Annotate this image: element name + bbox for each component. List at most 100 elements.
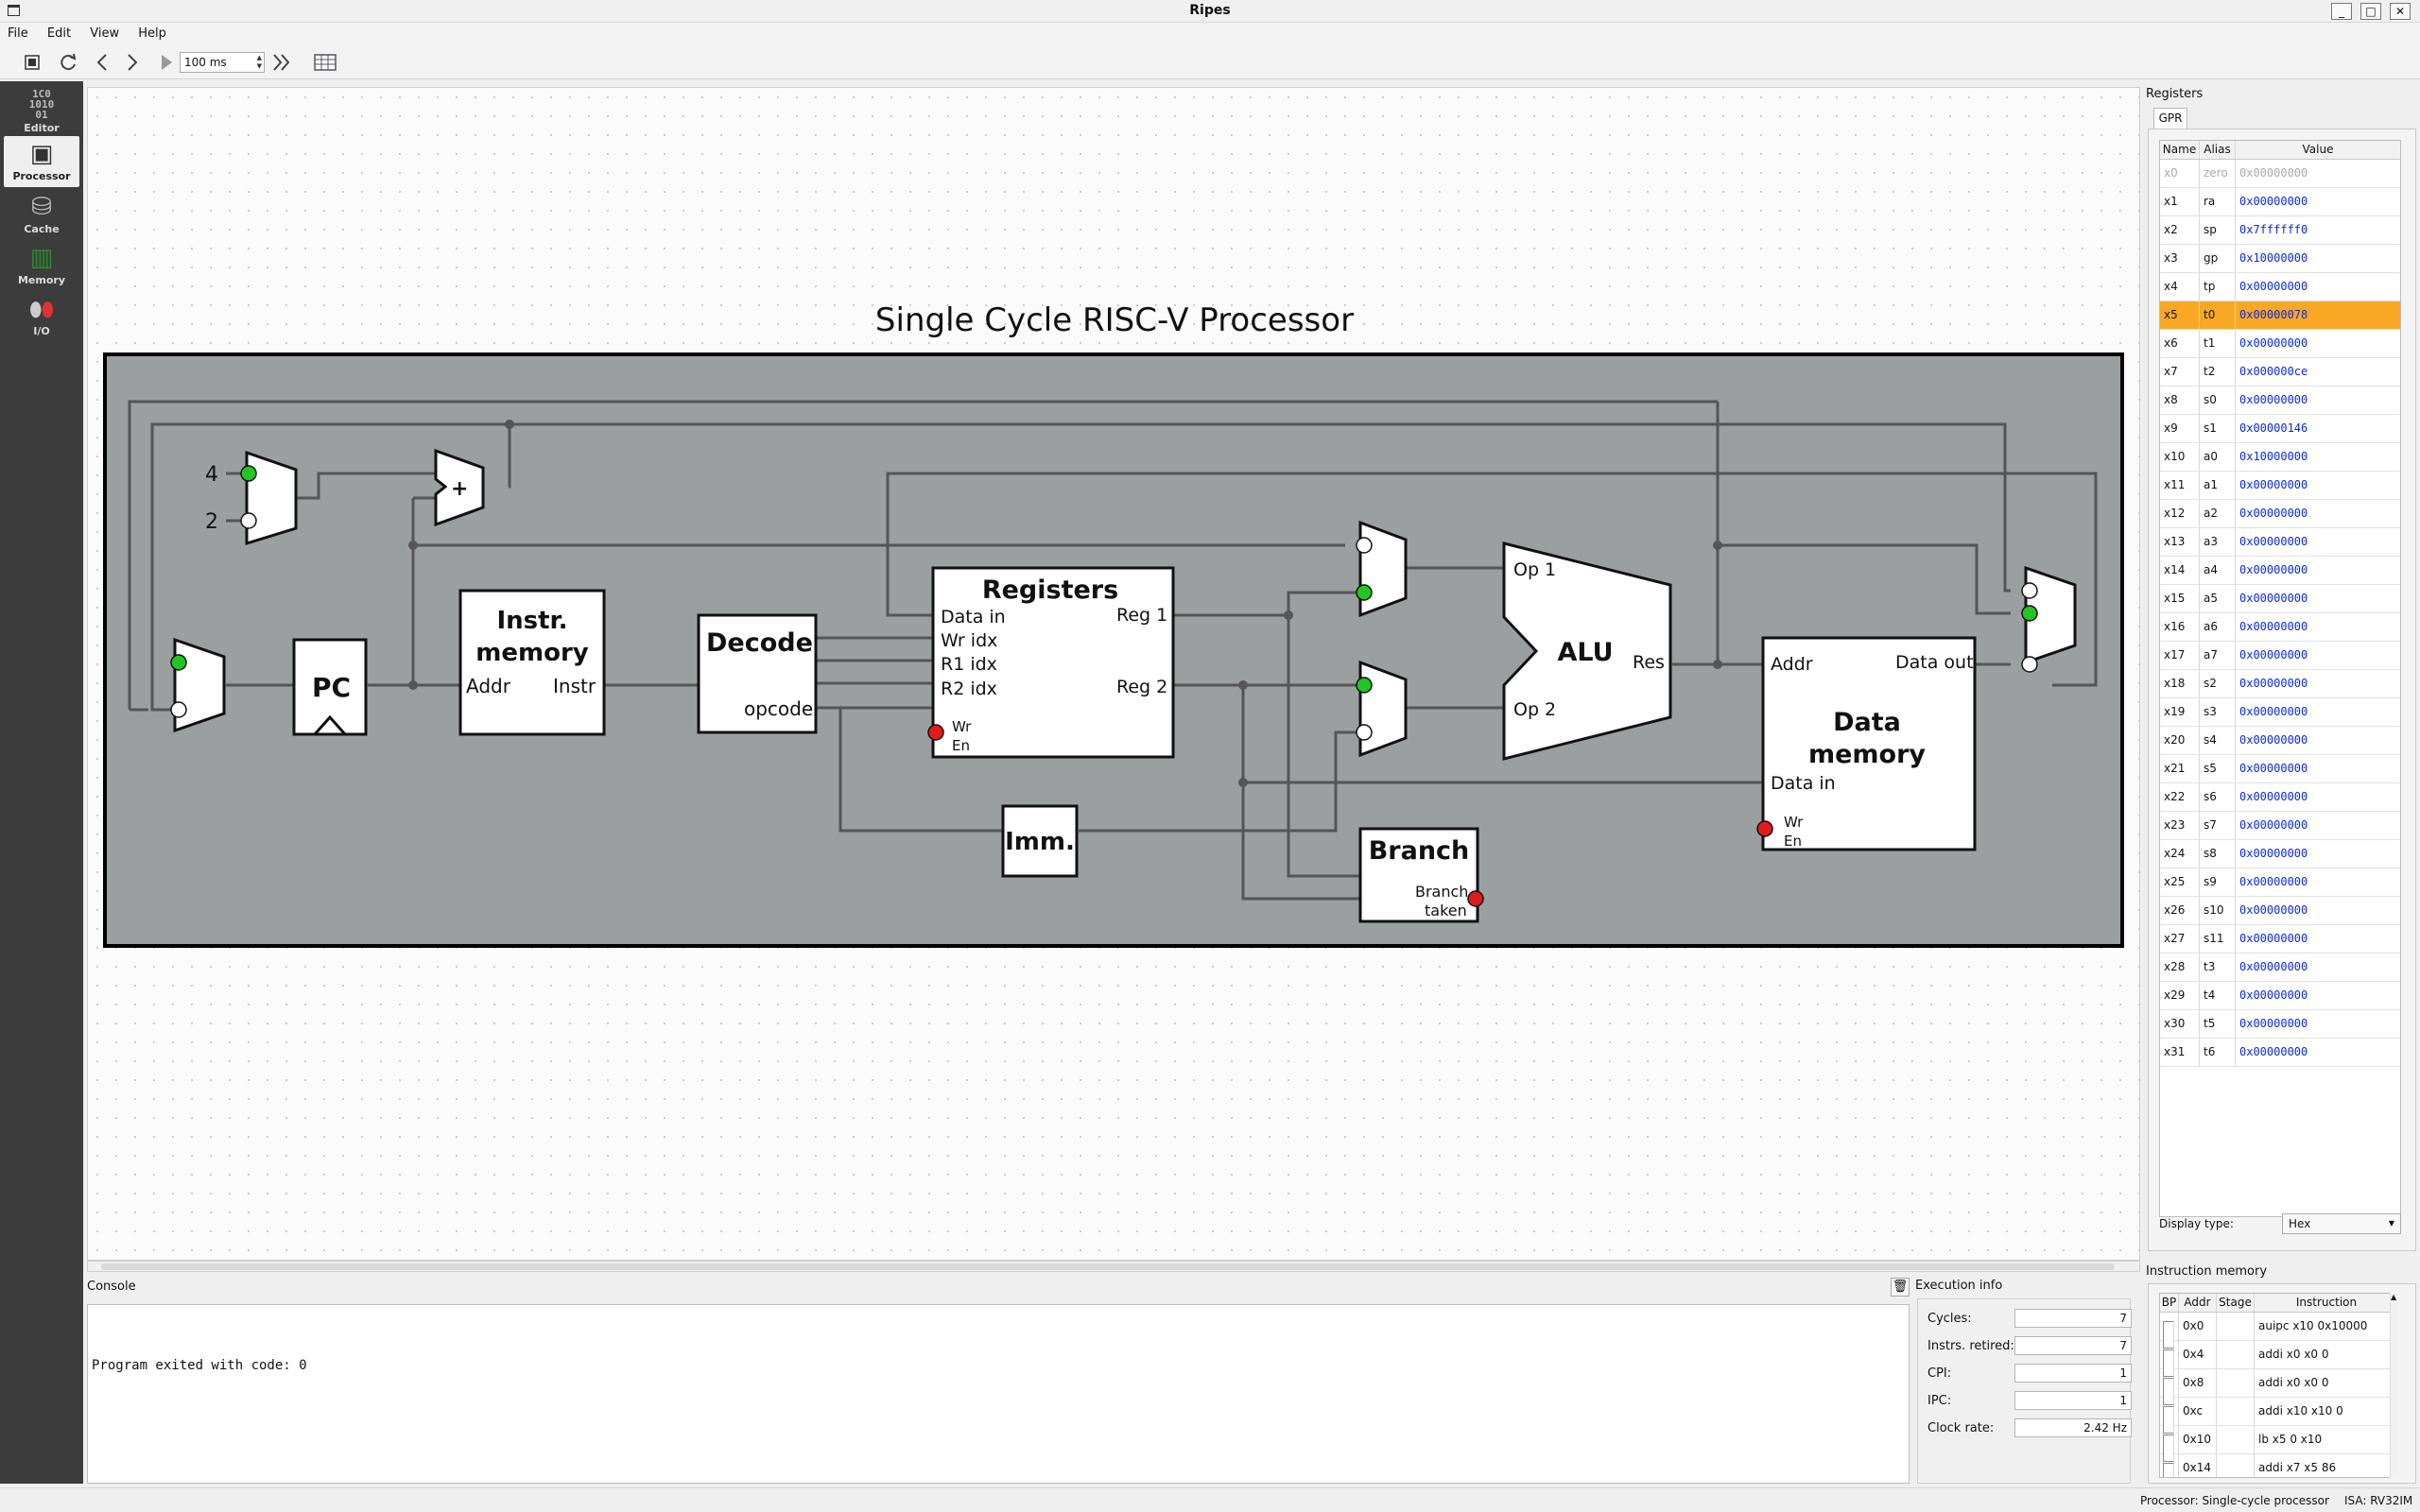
console-output[interactable]: Program exited with code: 0 [87,1304,1910,1484]
scroll-up-icon[interactable]: ▲ [2391,1293,2397,1301]
col-bp[interactable]: BP [2160,1294,2179,1312]
register-value[interactable]: 0x00000000 [2239,960,2308,973]
reverse-button[interactable] [91,51,113,74]
instruction-vertical-scrollbar[interactable]: ▲ [2390,1293,2399,1478]
mode-memory[interactable]: ▥ Memory [4,240,79,291]
register-value[interactable]: 0x7ffffff0 [2239,223,2308,236]
register-value[interactable]: 0x00000000 [2239,932,2308,945]
col-name[interactable]: Name [2160,141,2200,159]
breakpoint-cell[interactable] [2160,1313,2179,1349]
clock-speed-spinbox[interactable]: 100 ms ▲▼ [180,52,265,73]
register-value[interactable]: 0x00000000 [2239,535,2308,548]
breakpoint-checkbox[interactable] [2163,1406,2174,1434]
register-value[interactable]: 0x10000000 [2239,251,2308,265]
register-value[interactable]: 0x00000000 [2239,592,2308,605]
breakpoint-checkbox[interactable] [2163,1378,2174,1405]
breakpoint-checkbox[interactable] [2163,1349,2174,1377]
col-value[interactable]: Value [2302,143,2334,156]
register-value[interactable]: 0x10000000 [2239,450,2308,463]
register-value[interactable]: 0x00000000 [2239,336,2308,350]
close-button[interactable]: ✕ [2390,3,2411,20]
mode-cache[interactable]: ⛁ Cache [4,189,79,240]
register-value[interactable]: 0x00000000 [2239,166,2308,180]
breakpoint-checkbox[interactable] [2163,1435,2174,1462]
mode-io[interactable]: ⬮⬮ I/O [4,291,79,342]
register-value[interactable]: 0x00000000 [2239,620,2308,633]
menu-help[interactable]: Help [138,26,166,41]
register-value[interactable]: 0x00000000 [2239,195,2308,208]
breakpoint-checkbox[interactable] [2163,1321,2174,1349]
register-value[interactable]: 0x00000000 [2239,1045,2308,1058]
register-value[interactable]: 0x000000ce [2239,365,2308,378]
clear-console-button[interactable]: 🗑 [1891,1278,1910,1297]
scrollbar-thumb[interactable] [101,1263,2115,1270]
register-value[interactable]: 0x00000000 [2239,818,2308,832]
mode-processor[interactable]: ▣ Processor [4,136,79,187]
clock-button[interactable] [121,51,144,74]
register-value[interactable]: 0x00000078 [2239,308,2308,321]
register-value[interactable]: 0x00000000 [2239,478,2308,491]
register-value[interactable]: 0x00000000 [2239,393,2308,406]
register-value[interactable]: 0x00000000 [2239,648,2308,662]
menu-edit[interactable]: Edit [46,26,72,41]
col-addr[interactable]: Addr [2179,1294,2217,1312]
register-value[interactable]: 0x00000000 [2239,507,2308,520]
register-value[interactable]: 0x00000146 [2239,421,2308,435]
register-value[interactable]: 0x00000000 [2239,705,2308,718]
run-button[interactable] [155,51,178,74]
reset-button[interactable] [57,51,79,74]
table-view-button[interactable] [312,51,338,74]
menu-file[interactable]: File [8,26,28,41]
register-value[interactable]: 0x00000000 [2239,790,2308,803]
register-value[interactable]: 0x00000000 [2239,677,2308,690]
register-value[interactable]: 0x00000000 [2239,762,2308,775]
tab-gpr[interactable]: GPR [2153,108,2187,129]
display-type-select[interactable]: Hex ▼ [2282,1213,2401,1234]
fast-forward-button[interactable] [268,51,295,74]
breakpoint-cell[interactable] [2160,1369,2179,1405]
register-value[interactable]: 0x00000000 [2239,875,2308,888]
breakpoint-checkbox[interactable] [2163,1463,2174,1477]
breakpoint-cell[interactable] [2160,1341,2179,1377]
register-value[interactable]: 0x00000000 [2239,847,2308,860]
breakpoint-cell[interactable] [2160,1454,2179,1477]
canvas-horizontal-scrollbar[interactable] [87,1261,2140,1272]
col-stage[interactable]: Stage [2217,1294,2255,1312]
minimize-button[interactable]: _ [2331,3,2352,20]
